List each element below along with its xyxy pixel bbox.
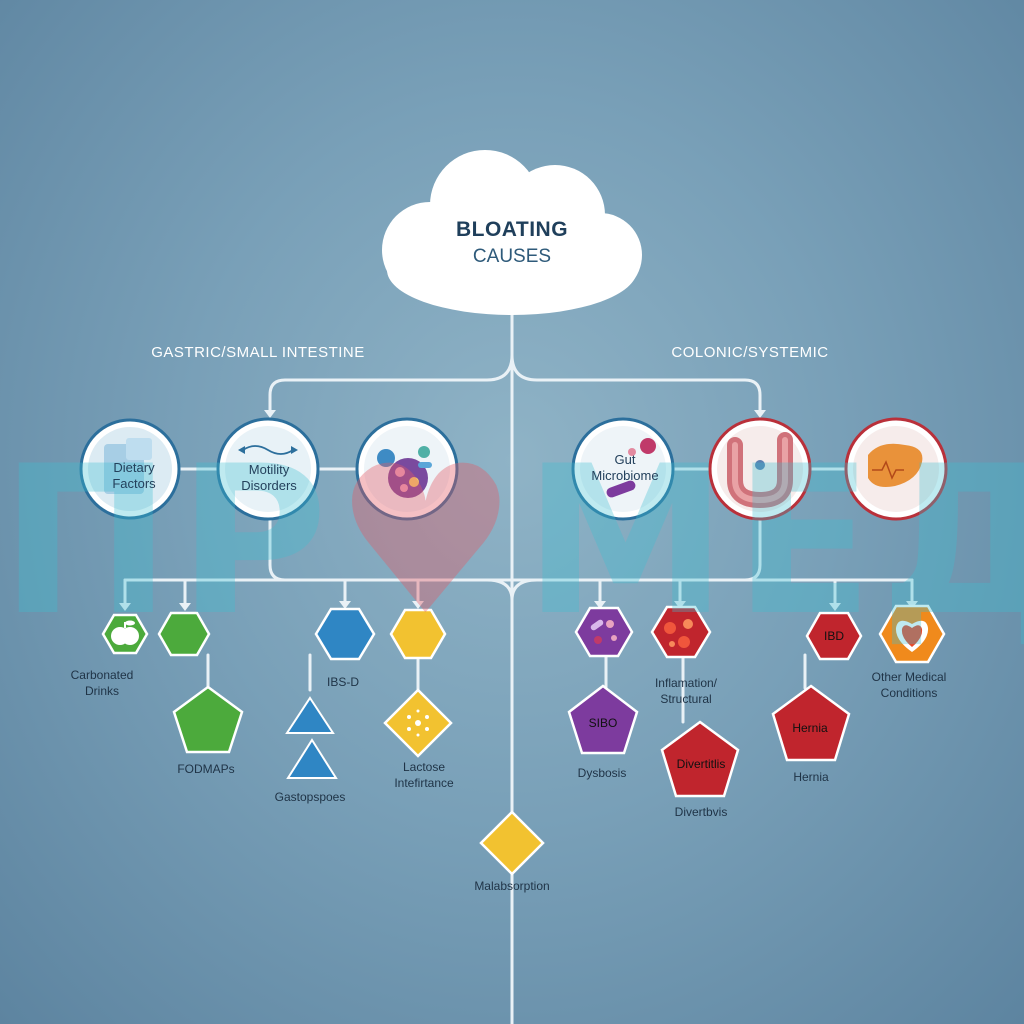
label-hernia: Hernia [793, 770, 829, 784]
dots-icon [407, 709, 429, 737]
pentagon-hernia[interactable] [771, 684, 851, 762]
watermark: ПР♥МЕД [0, 423, 1024, 661]
connector-lines [123, 298, 914, 1024]
circle-microbiome[interactable] [571, 417, 675, 521]
red-cells-icon [664, 619, 693, 648]
shape-text-divertitis: Divertitlis [676, 757, 726, 771]
label-ibs-d: IBS-D [326, 675, 360, 689]
pentagon-fodmaps[interactable] [172, 685, 244, 754]
branch-label-left: GASTRIC/SMALL INTESTINE [151, 344, 365, 361]
root-cloud [382, 150, 642, 315]
label-fodmaps: FODMAPs [177, 762, 235, 776]
label-dysbosis: Dysbosis [577, 766, 627, 780]
intestine-icon [727, 432, 793, 509]
label-gastroparesis: Gastopspoes [274, 790, 346, 804]
category-label-motility: Motility Disorders [241, 462, 297, 493]
label-carbonated: Carbonated Drinks [70, 668, 134, 699]
hexagon-ibs-d[interactable] [314, 607, 376, 661]
shape-text-hernia: Hernia [792, 721, 828, 735]
label-other-medical: Other Medical Conditions [871, 670, 947, 701]
label-malabsorption: Malabsorption [474, 879, 550, 893]
hexagon-inflammation[interactable] [650, 605, 712, 659]
bacteria-icon [606, 438, 656, 498]
triangle-gastroparesis-bottom[interactable] [286, 738, 338, 779]
heart-organ-icon [895, 620, 929, 652]
pentagon-sibo[interactable] [567, 684, 639, 755]
microbes-icon [590, 619, 617, 644]
root-subtitle: CAUSES [472, 246, 552, 267]
label-divertitis: Divertbvis [674, 805, 728, 819]
circle-intestine[interactable] [708, 417, 812, 521]
circle-dietary[interactable] [79, 418, 181, 520]
liver-icon [868, 443, 923, 487]
circle-liver[interactable] [844, 417, 948, 521]
pentagon-divertitis[interactable] [660, 720, 740, 798]
circle-microbes[interactable] [355, 417, 459, 521]
watermark-heart-icon: ♥ [333, 423, 524, 661]
hexagon-dysbosis[interactable] [574, 606, 634, 658]
triangle-gastroparesis-top[interactable] [285, 696, 335, 734]
wave-arrows-icon [238, 445, 298, 455]
apple-icon [111, 620, 139, 645]
hexagon-fodmaps-top[interactable] [157, 611, 211, 657]
cup-icon [104, 438, 152, 494]
category-label-microbiome: Gut Microbiome [591, 452, 659, 483]
label-inflammation: Inflamation/ Structural [654, 676, 718, 707]
shape-text-sibo: SIBO [588, 716, 618, 730]
circle-motility[interactable] [216, 417, 320, 521]
hexagon-lactose[interactable] [389, 608, 447, 660]
branch-label-right: COLONIC/SYSTEMIC [671, 344, 829, 361]
microbe-cluster-icon [377, 446, 432, 498]
hexagon-ibd[interactable] [805, 611, 863, 661]
diamond-malabsorption[interactable] [479, 810, 545, 876]
category-label-dietary: Dietary Factors [112, 460, 156, 491]
label-lactose: Lactose Intefirtance [394, 760, 454, 791]
shape-text-ibd: IBD [823, 629, 845, 643]
arrow-heads [119, 410, 918, 611]
root-title: BLOATING [455, 218, 569, 241]
